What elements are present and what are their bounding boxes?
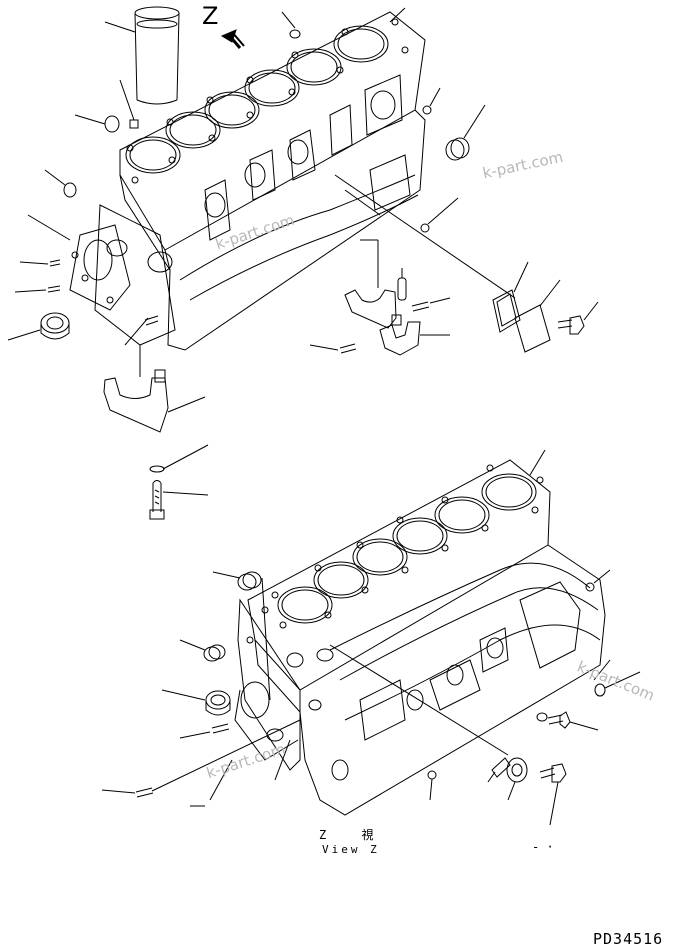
leader-line [345, 190, 380, 215]
bearing-cap-thrust [345, 240, 450, 355]
bushing-lower [162, 690, 230, 715]
main-bearing-cap [104, 345, 205, 432]
view-z-label: Z [202, 2, 219, 30]
expansion-plug [446, 105, 485, 160]
plug-lower-1 [213, 572, 261, 590]
plug-left-2 [45, 170, 76, 197]
plug-lower-2 [180, 640, 225, 661]
leader-line [335, 175, 515, 298]
drawing-number: PD34516 [593, 930, 664, 948]
bolt-lower [540, 764, 566, 825]
leader-line [210, 760, 232, 800]
drain-plug-lower [586, 570, 610, 591]
leader-line [275, 740, 290, 780]
small-plug-right [423, 88, 440, 114]
flange-lower [507, 758, 527, 800]
cylinder-liner [135, 7, 179, 104]
cap-bolt [150, 481, 208, 520]
bushing-left [8, 313, 69, 340]
leader-line [105, 22, 135, 32]
gasket-lower [488, 758, 510, 782]
hex-bolt [558, 302, 598, 334]
pin-lower [102, 720, 300, 797]
cover-plate [515, 280, 560, 352]
plug-right-lower [594, 660, 640, 696]
dowel-pin-mid [310, 268, 450, 353]
leader-line [530, 450, 545, 475]
small-washer-lower [537, 712, 598, 730]
pin-left [15, 215, 70, 292]
leader-line [390, 8, 405, 22]
cylinder-block-lower [235, 460, 605, 815]
view-z-caption-japanese: Z 視 [319, 828, 388, 842]
washer [150, 445, 208, 472]
view-z-caption-english: View Z [322, 843, 380, 856]
view-z-arrow [222, 30, 244, 48]
plug-bottom [428, 771, 436, 800]
gasket [493, 262, 528, 332]
leader-line [262, 578, 270, 700]
plug [282, 12, 300, 38]
cylinder-block-upper [70, 12, 425, 350]
drain-plug [421, 198, 458, 232]
plug-left-1 [75, 80, 138, 132]
dash-mark: - · [532, 840, 554, 854]
dowel-pin [125, 316, 158, 345]
leader-line [330, 645, 508, 755]
